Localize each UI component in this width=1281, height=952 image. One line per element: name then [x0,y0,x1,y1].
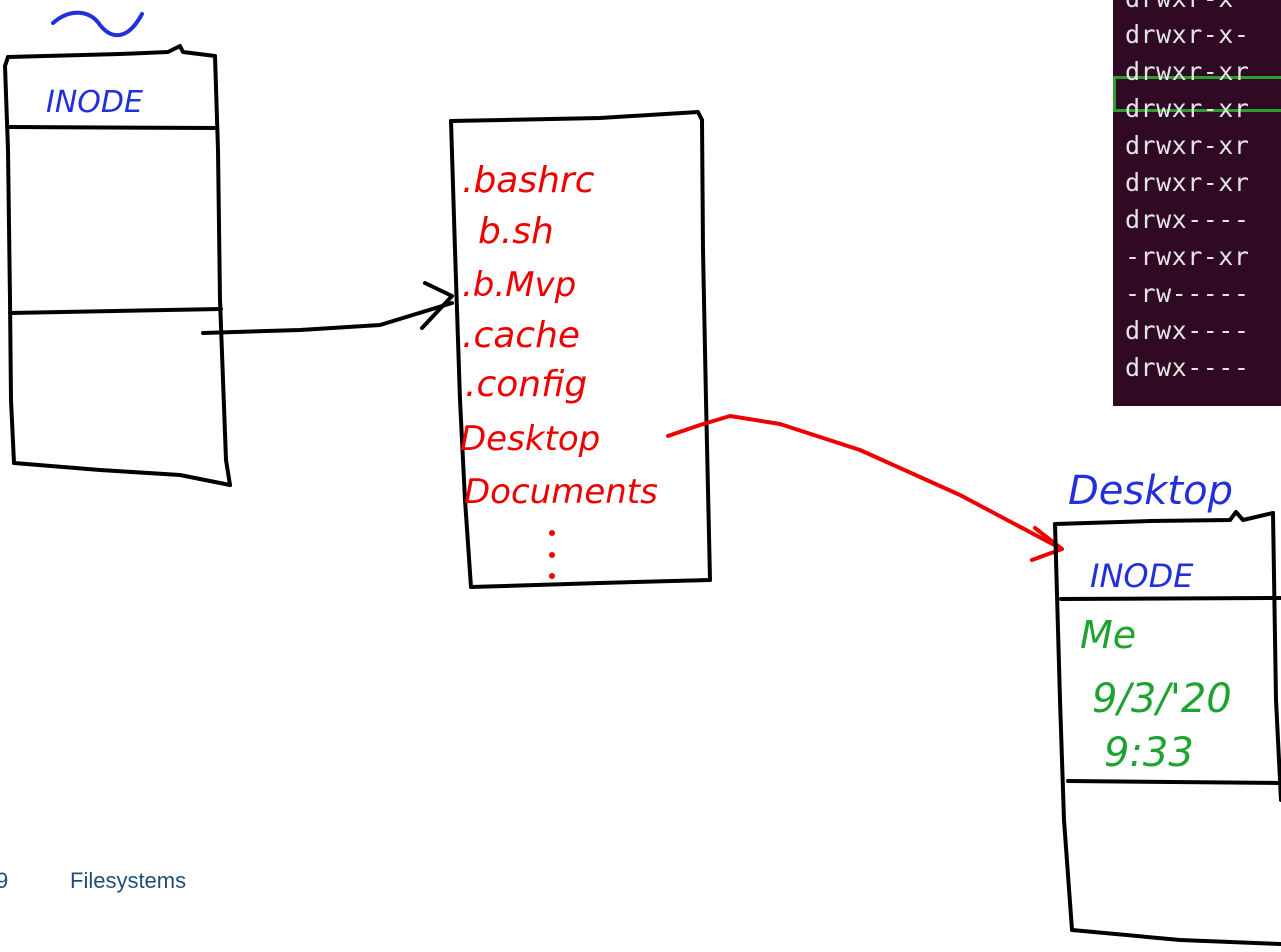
dir-entry: .b.Mvp [462,265,576,305]
slide-number: 9 [0,868,9,893]
directory-data-box [449,110,712,589]
inode-label: INODE [46,85,143,120]
dir-entry: .cache [462,315,580,356]
pointer-arrow-to-desktop-inode [666,414,1064,562]
tilde-mark [51,10,144,38]
slide-title: Filesystems [70,868,187,893]
terminal-line: -rwxr-xr [1125,242,1250,271]
inode-date: 9/3/'20 [1092,676,1232,722]
terminal-listing: drwxr-x drwxr-x- drwxr-xr drwxr-xr drwxr… [1113,0,1281,406]
terminal-highlight-box [1113,76,1281,112]
pointer-arrow-to-directory [201,281,454,335]
tilde-text: ~ [97,21,110,40]
dir-entry: .config [465,364,587,405]
dir-entry: Documents [464,472,658,512]
terminal-line: drwxr-x [1125,0,1234,13]
terminal-line: drwxr-xr [1125,57,1250,86]
dir-entry: .bashrc [462,160,595,201]
dir-entry: : [552,559,553,561]
terminal-line: drwx---- [1125,316,1250,345]
terminal-line: -rw----- [1125,279,1250,308]
desktop-title: Desktop [1068,468,1233,514]
home-inode-box [3,44,232,487]
terminal-line: drwxr-xr [1125,131,1250,160]
inode-owner: Me [1080,613,1136,657]
more-entries-dots [549,530,555,579]
dir-entry: b.sh [478,211,554,252]
terminal-line: drwx---- [1125,205,1250,234]
desktop-inode-box [1053,510,1281,946]
terminal-line: drwxr-xr [1125,94,1250,123]
desktop-inode-label: INODE [1090,557,1194,595]
terminal-line: drwxr-xr [1125,168,1250,197]
terminal-line: drwxr-x- [1125,20,1250,49]
terminal-line: drwx---- [1125,353,1250,382]
dir-entry: Desktop [460,419,600,459]
inode-time: 9:33 [1104,730,1194,776]
